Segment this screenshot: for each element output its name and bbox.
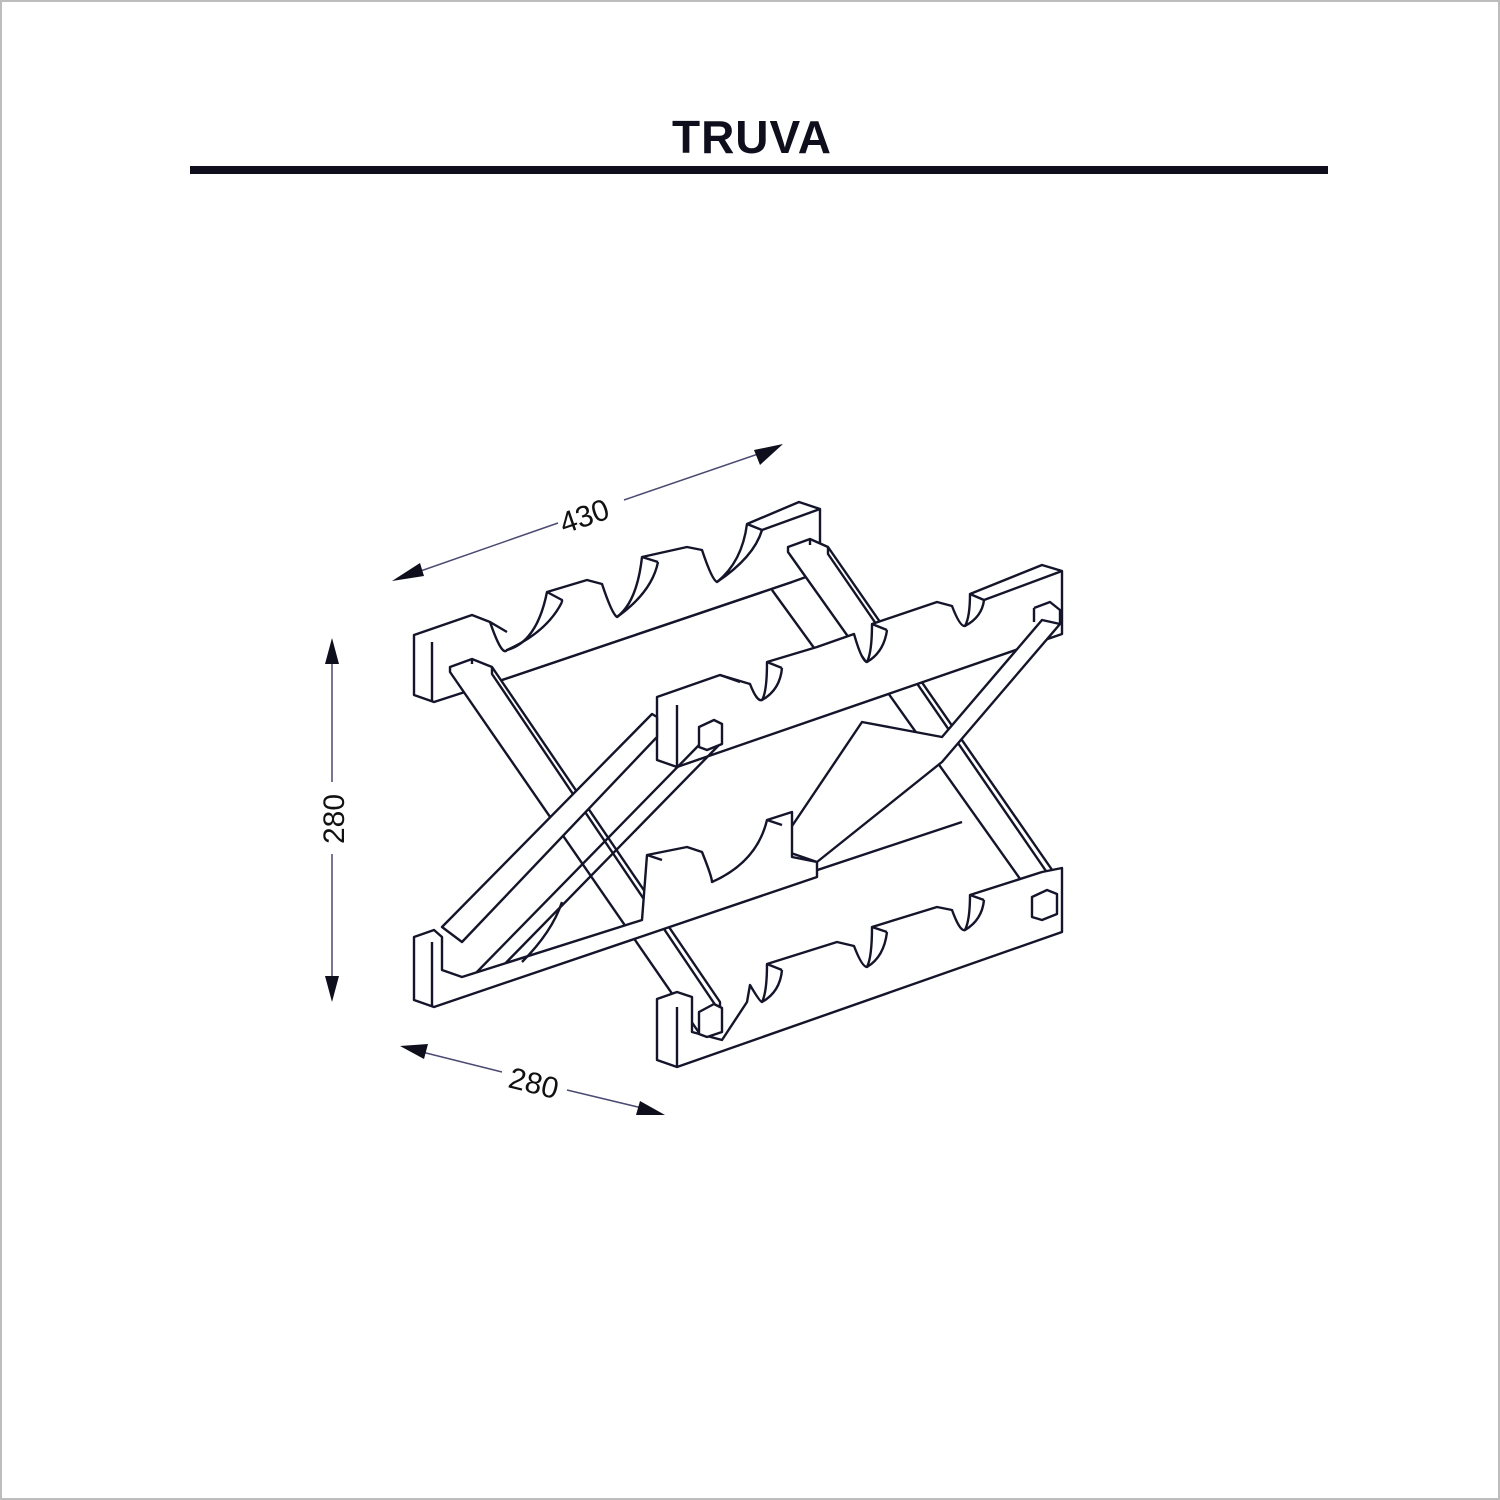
back-top-rail: [412, 500, 822, 704]
arrow-head-icon: [636, 1101, 665, 1115]
leg-left-ascending: [440, 712, 721, 978]
dimension-height-label: 280: [318, 794, 351, 844]
arrow-head-icon: [400, 1044, 428, 1059]
title-underline: [190, 166, 1328, 174]
arrow-head-icon: [392, 563, 424, 581]
front-top-rail: [655, 563, 1064, 769]
arrow-head-icon: [325, 638, 339, 664]
dimension-width: 430: [392, 444, 783, 581]
back-bottom-rail: [412, 810, 819, 1009]
product-title: TRUVA: [671, 111, 833, 163]
arrow-head-icon: [754, 444, 783, 465]
leg-end-caps: [697, 718, 1059, 1039]
arrow-head-icon: [325, 976, 339, 1002]
dimension-depth-label: 280: [505, 1062, 562, 1106]
dimension-width-label: 430: [556, 493, 614, 541]
front-bottom-rail: [655, 866, 1064, 1069]
leg-right-ascending: [786, 600, 1062, 864]
dimension-depth: 280: [400, 1044, 665, 1115]
dimension-height: 280: [318, 638, 351, 1002]
